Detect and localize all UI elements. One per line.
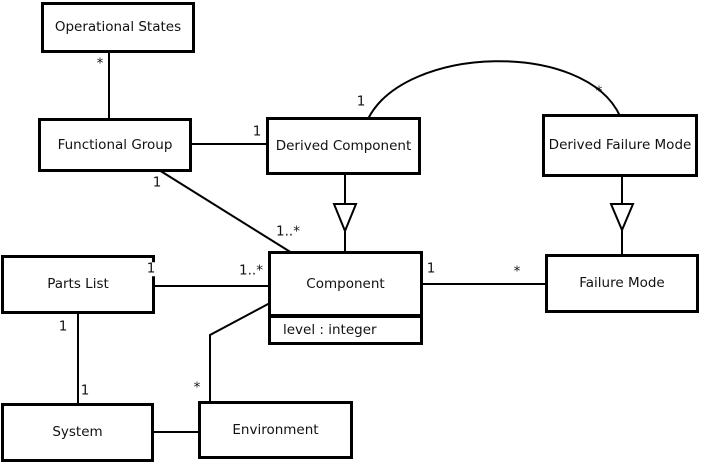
multiplicity-component-end-from-parts-list: 1..* — [239, 262, 263, 279]
class-name-environment: Environment — [232, 421, 319, 438]
class-name-component: Component — [306, 275, 385, 292]
class-box-derived-failure-mode[interactable]: Derived Failure Mode — [542, 114, 698, 177]
component-attribute-level: level : integer — [283, 321, 377, 338]
class-name-operational-states: Operational States — [54, 19, 182, 36]
class-name-functional-group: Functional Group — [57, 136, 173, 153]
multiplicity-component-end-to-failure-mode: 1 — [426, 260, 436, 277]
multiplicity-system-end: 1 — [80, 382, 90, 399]
class-box-operational-states[interactable]: Operational States — [41, 2, 195, 53]
edge-derived-component-derived-failure-mode-arc — [367, 60, 621, 120]
multiplicity-parts-list-end-to-component: 1 — [145, 260, 157, 277]
multiplicity-parts-list-end-to-system: 1 — [58, 318, 68, 335]
component-name-compartment: Component — [271, 254, 420, 318]
class-box-component[interactable]: Component level : integer — [268, 251, 423, 345]
class-box-system[interactable]: System — [1, 403, 154, 462]
multiplicity-functional-group-end: 1 — [152, 174, 162, 191]
component-attribute-compartment: level : integer — [271, 318, 420, 342]
multiplicity-derived-component-end: 1 — [252, 123, 262, 140]
multiplicity-environment-end: * — [193, 379, 201, 396]
class-box-failure-mode[interactable]: Failure Mode — [545, 254, 699, 313]
generalization-arrow-icon — [332, 203, 358, 234]
class-box-parts-list[interactable]: Parts List — [1, 255, 155, 314]
class-box-environment[interactable]: Environment — [198, 401, 353, 459]
class-name-derived-failure-mode: Derived Failure Mode — [548, 137, 692, 154]
edge-functional-group-component — [158, 169, 293, 254]
class-name-derived-component: Derived Component — [275, 137, 412, 154]
class-box-derived-component[interactable]: Derived Component — [266, 117, 421, 175]
class-name-failure-mode: Failure Mode — [579, 275, 665, 292]
multiplicity-arc-derived-component-end: 1 — [356, 93, 366, 110]
class-box-functional-group[interactable]: Functional Group — [38, 118, 192, 172]
class-name-system: System — [52, 424, 103, 441]
generalization-arrow-icon — [609, 203, 635, 233]
multiplicity-arc-derived-failure-mode-end: * — [595, 83, 603, 100]
class-name-parts-list: Parts List — [47, 276, 109, 293]
multiplicity-failure-mode-end: * — [513, 263, 521, 280]
multiplicity-component-end-from-functional-group: 1..* — [276, 223, 300, 240]
edge-component-environment — [209, 302, 271, 402]
multiplicity-operational-states-end: * — [96, 55, 104, 72]
